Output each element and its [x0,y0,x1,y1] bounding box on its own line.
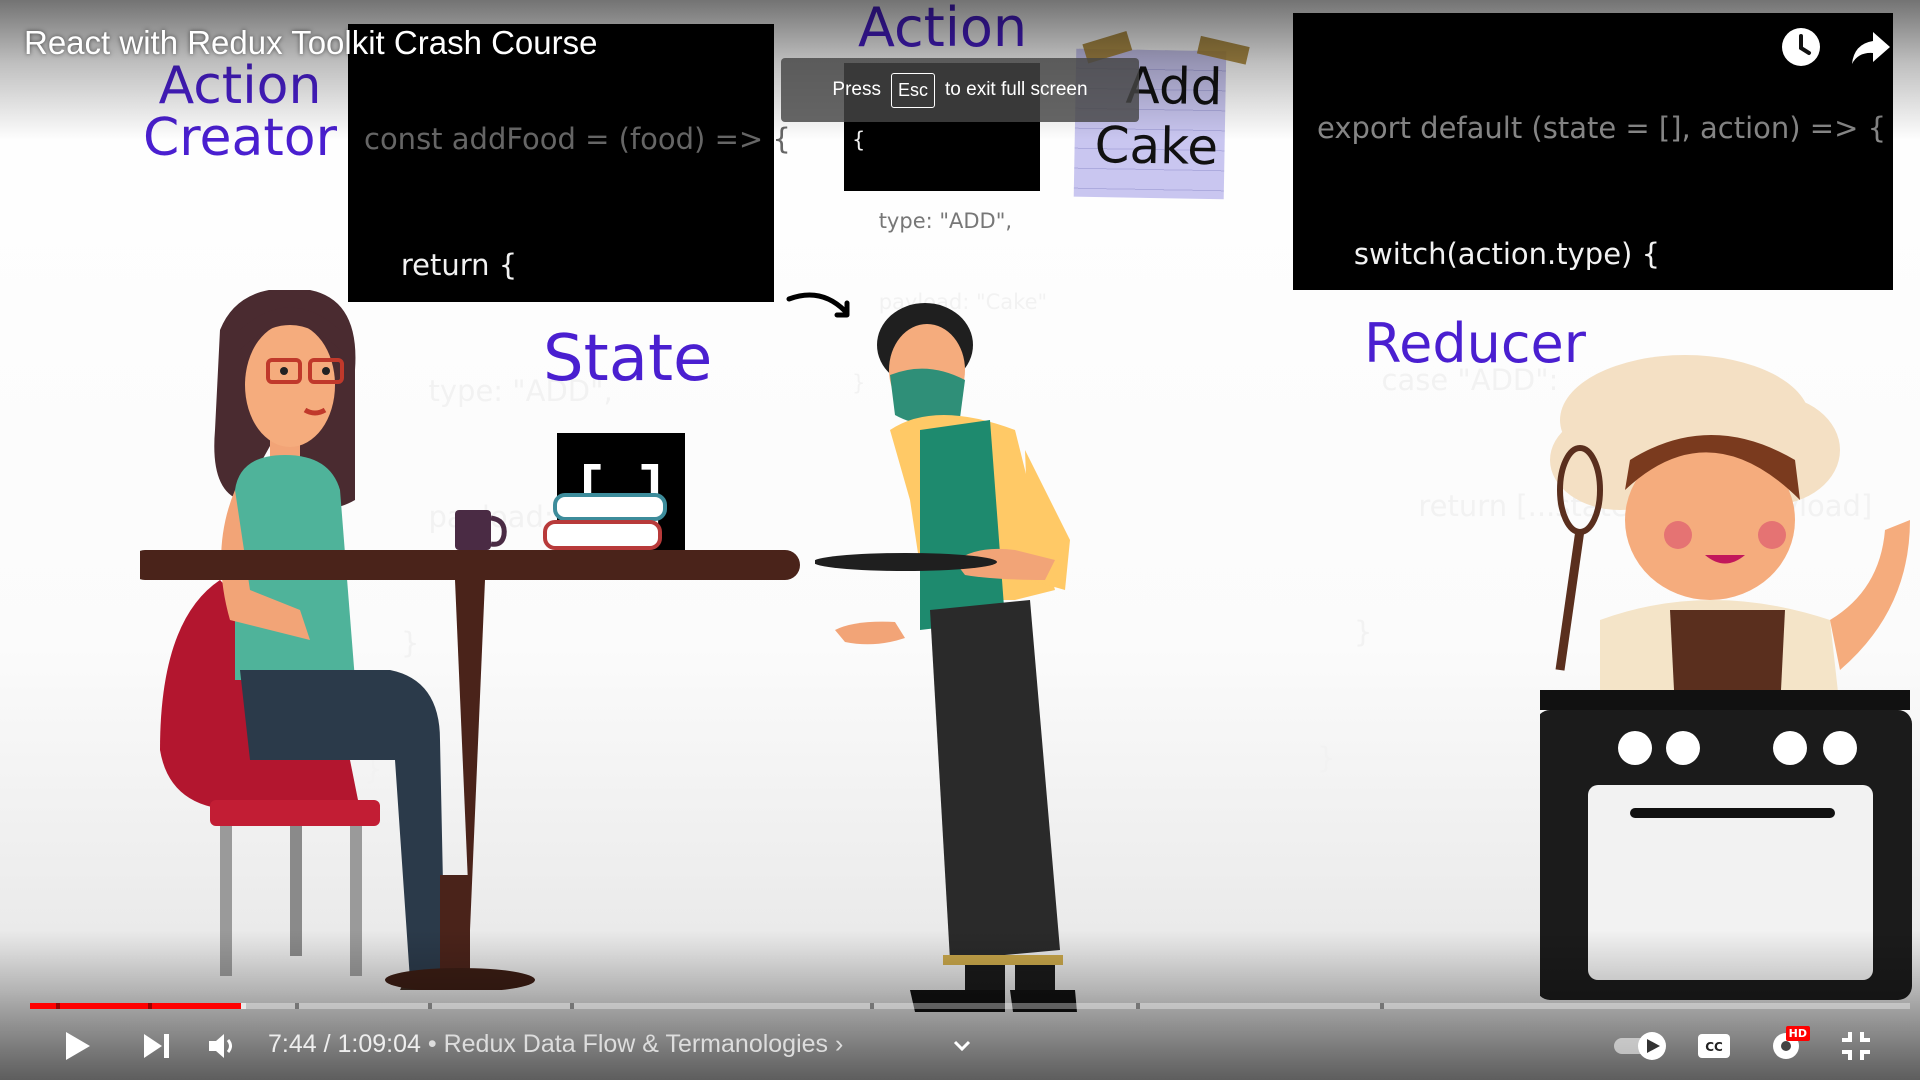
action-label: Action [858,0,1028,59]
play-icon [66,1032,90,1060]
toast-message: to exit full screen [945,79,1088,100]
chapter-marker [570,1003,574,1009]
progress-bar[interactable] [30,1003,1910,1009]
waiter-illustration [815,303,1077,1012]
code-line: export default (state = [], action) => { [1317,111,1887,145]
code-line: } [364,752,383,786]
autoplay-toggle[interactable] [1610,1022,1680,1070]
code-line: { [852,128,866,152]
action-creator-label: Action Creator [140,60,340,164]
duration: 1:09:04 [337,1030,421,1058]
sticky-note-line2: Cake [1094,116,1219,177]
progress-track [30,1003,1910,1009]
fullscreen-toast: Press Esc to exit full screen [781,58,1139,122]
reducer-label: Reducer [1364,312,1586,375]
code-line: const addFood = (food) => { [364,122,791,156]
captions-icon: CC [1698,1034,1730,1058]
next-icon [144,1034,169,1058]
autoplay-toggle-icon [1614,1032,1666,1060]
chapter-title-button[interactable]: • Redux Data Flow & Termanologies › [428,1030,843,1058]
chef-illustration [1540,355,1912,1000]
code-line: type: "ADD", [852,209,1013,233]
customer-illustration [140,290,800,990]
code-line: } [1317,741,1336,775]
action-creator-label-line1: Action [158,56,322,116]
action-creator-label-line2: Creator [143,108,337,168]
flow-arrow-icon [786,292,850,318]
chapter-marker [1136,1003,1140,1009]
chapter-chevron: › [828,1030,844,1058]
exit-fullscreen-icon [1842,1032,1870,1060]
captions-button[interactable]: CC [1690,1022,1738,1070]
volume-icon [209,1034,232,1058]
toast-key: Esc [890,72,935,108]
watch-later-button[interactable] [1776,22,1826,72]
chapter-marker [56,1003,60,1009]
clock-icon [1782,28,1820,66]
current-time: 7:44 [268,1030,317,1058]
chapter-marker [428,1003,432,1009]
next-button[interactable] [132,1022,180,1070]
code-line: case "ADD": [1317,363,1559,397]
play-button[interactable] [52,1022,100,1070]
video-title[interactable]: React with Redux Toolkit Crash Course [24,24,598,61]
code-line: } [1317,615,1373,649]
code-line: } [852,371,866,395]
code-line: return { [364,248,518,282]
volume-button[interactable] [198,1022,246,1070]
code-line: } [364,626,420,660]
chapter-dropdown-button[interactable] [938,1022,986,1070]
code-line: type: "ADD", [364,374,613,408]
time-separator: / [316,1030,338,1058]
exit-fullscreen-button[interactable] [1832,1022,1880,1070]
code-line: switch(action.type) { [1317,237,1661,271]
chapter-marker [870,1003,874,1009]
chapter-marker [295,1003,299,1009]
action-creator-code-block: const addFood = (food) => { return { typ… [348,24,791,786]
time-display: 7:44 / 1:09:04 • Redux Data Flow & Terma… [268,1030,843,1059]
chapter-dot: • [427,1030,444,1058]
settings-button[interactable]: HD [1762,1022,1810,1070]
chapter-marker [1380,1003,1384,1009]
hd-badge: HD [1785,1026,1810,1041]
sticky-note-line1: Add [1125,56,1223,117]
svg-text:CC: CC [1705,1040,1723,1054]
progress-played [30,1003,241,1009]
state-label: State [543,322,713,396]
share-icon [1852,32,1890,64]
chapter-marker [148,1003,152,1009]
chevron-down-icon [953,1040,971,1052]
toast-press-text: Press [832,79,881,100]
share-button[interactable] [1846,22,1896,72]
chapter-title: Redux Data Flow & Termanologies [443,1030,829,1058]
